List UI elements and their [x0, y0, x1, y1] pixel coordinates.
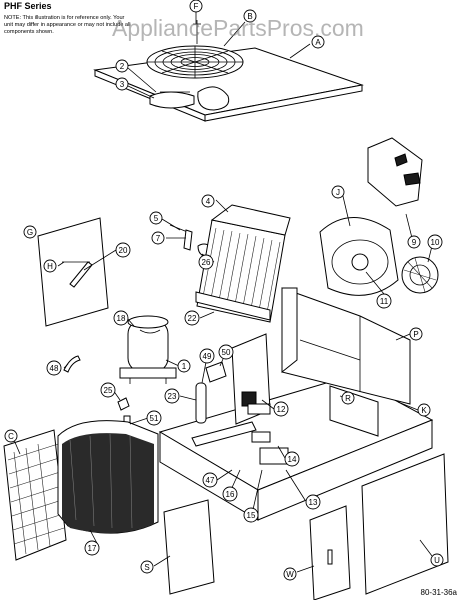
condenser-coil [57, 420, 159, 534]
watermark: AppliancePartsPros.com [112, 15, 364, 41]
svg-text:S: S [144, 563, 149, 572]
svg-text:F: F [194, 2, 199, 11]
svg-text:U: U [434, 556, 440, 565]
callout-P: P [409, 327, 423, 341]
svg-text:51: 51 [150, 414, 159, 423]
svg-text:K: K [421, 406, 427, 415]
blower-wheel [401, 256, 439, 294]
callout-J: J [331, 185, 345, 199]
series-title: PHF Series [4, 1, 52, 11]
svg-text:B: B [247, 12, 252, 21]
callout-5: 5 [149, 211, 163, 225]
drain-pan [195, 291, 271, 321]
svg-text:13: 13 [309, 498, 318, 507]
callout-14: 14 [284, 451, 300, 467]
svg-text:R: R [345, 394, 351, 403]
drawing-number: 80-31-36a [420, 588, 457, 597]
svg-text:3: 3 [120, 80, 125, 89]
svg-text:49: 49 [203, 352, 212, 361]
callout-K: K [417, 403, 431, 417]
svg-text:J: J [336, 188, 340, 197]
callout-12: 12 [273, 401, 289, 417]
callout-S: S [140, 560, 154, 574]
partition-panel [281, 287, 411, 405]
fan-motor [197, 86, 230, 111]
svg-text:10: 10 [431, 238, 440, 247]
callout-48: 48 [46, 360, 62, 376]
svg-text:W: W [286, 570, 294, 579]
svg-text:5: 5 [154, 214, 159, 223]
callout-C: C [4, 429, 18, 443]
part-48 [63, 355, 81, 373]
callout-51: 51 [146, 410, 162, 426]
svg-text:26: 26 [202, 258, 211, 267]
svg-text:14: 14 [288, 455, 297, 464]
svg-text:50: 50 [222, 348, 231, 357]
svg-text:20: 20 [119, 246, 128, 255]
svg-text:2: 2 [120, 62, 125, 71]
callout-49: 49 [199, 348, 215, 364]
callout-16: 16 [222, 486, 238, 502]
svg-text:7: 7 [156, 234, 161, 243]
callout-H: H [43, 259, 57, 273]
callout-G: G [23, 225, 37, 239]
callout-13: 13 [305, 494, 321, 510]
callout-F: F [189, 0, 203, 13]
callout-47: 47 [202, 472, 218, 488]
callout-10: 10 [427, 234, 443, 250]
callout-9: 9 [407, 235, 421, 249]
svg-text:H: H [47, 262, 53, 271]
compressor [119, 315, 177, 384]
svg-text:C: C [8, 432, 14, 441]
callout-W: W [283, 567, 297, 581]
callout-2: 2 [115, 59, 129, 73]
svg-text:A: A [315, 38, 321, 47]
callout-15: 15 [243, 507, 259, 523]
svg-text:G: G [27, 228, 33, 237]
access-panel-U [361, 453, 449, 595]
callout-A: A [311, 35, 325, 49]
callout-R: R [341, 391, 355, 405]
svg-text:11: 11 [380, 297, 389, 306]
callout-26: 26 [198, 254, 214, 270]
condenser-grille-C [3, 429, 67, 561]
svg-text:47: 47 [206, 476, 215, 485]
callout-17: 17 [84, 540, 100, 556]
blower-bracket [367, 137, 423, 207]
svg-text:15: 15 [247, 511, 256, 520]
svg-text:25: 25 [104, 386, 113, 395]
filter-drier [195, 382, 207, 424]
svg-text:12: 12 [277, 405, 286, 414]
callout-18: 18 [113, 310, 129, 326]
callout-U: U [430, 553, 444, 567]
callout-B: B [243, 9, 257, 23]
leader-lines [13, 12, 434, 573]
callout-20: 20 [115, 242, 131, 258]
callout-22: 22 [184, 310, 200, 326]
svg-text:17: 17 [88, 544, 97, 553]
callout-23: 23 [164, 388, 180, 404]
svg-text:1: 1 [182, 362, 187, 371]
svg-text:P: P [413, 330, 418, 339]
svg-text:9: 9 [412, 238, 417, 247]
access-panel-S [163, 499, 215, 595]
callout-50: 50 [218, 344, 234, 360]
callout-4: 4 [201, 194, 215, 208]
svg-text:4: 4 [206, 197, 211, 206]
svg-text:18: 18 [117, 314, 126, 323]
callout-11: 11 [376, 293, 392, 309]
svg-text:16: 16 [226, 490, 235, 499]
callout-7: 7 [151, 231, 165, 245]
reference-note: NOTE: This illustration is for reference… [4, 15, 131, 35]
callout-3: 3 [115, 77, 129, 91]
svg-text:48: 48 [50, 364, 59, 373]
callout-1: 1 [177, 359, 191, 373]
svg-text:22: 22 [188, 314, 197, 323]
svg-text:23: 23 [168, 392, 177, 401]
callout-25: 25 [100, 382, 116, 398]
part-7 [183, 229, 193, 251]
side-panel-G [37, 217, 109, 327]
